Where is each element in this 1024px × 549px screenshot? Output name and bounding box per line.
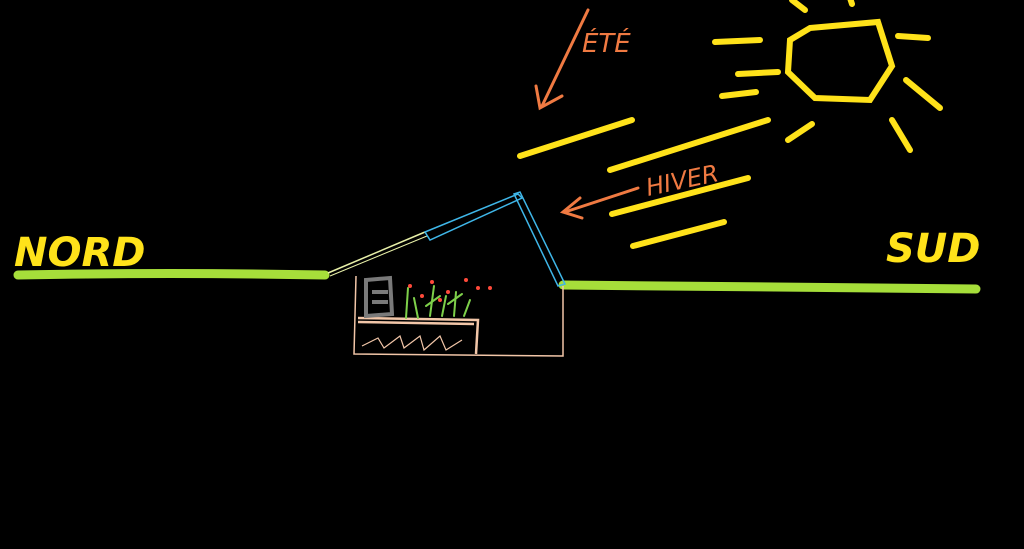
north-label: NORD bbox=[14, 230, 145, 276]
south-label: SUD bbox=[886, 226, 981, 272]
greenhouse bbox=[327, 191, 567, 357]
summer-label: ÉTÉ bbox=[582, 27, 631, 59]
sun-rays bbox=[517, 37, 815, 249]
arrow-left-icon bbox=[559, 186, 640, 220]
greenhouse-walls bbox=[353, 275, 564, 357]
ground-south bbox=[558, 280, 981, 294]
water-tank bbox=[364, 275, 395, 319]
glazing-roof bbox=[423, 193, 524, 241]
plant-flowers bbox=[408, 278, 492, 302]
planter-bed bbox=[357, 316, 480, 355]
roof-back bbox=[327, 231, 426, 274]
sun-icon bbox=[784, 0, 943, 153]
arrow-down-left-icon bbox=[534, 8, 590, 111]
soil-scribble bbox=[361, 334, 463, 352]
glazing-front bbox=[512, 191, 567, 287]
plants bbox=[405, 285, 471, 319]
ground-north bbox=[13, 269, 330, 280]
